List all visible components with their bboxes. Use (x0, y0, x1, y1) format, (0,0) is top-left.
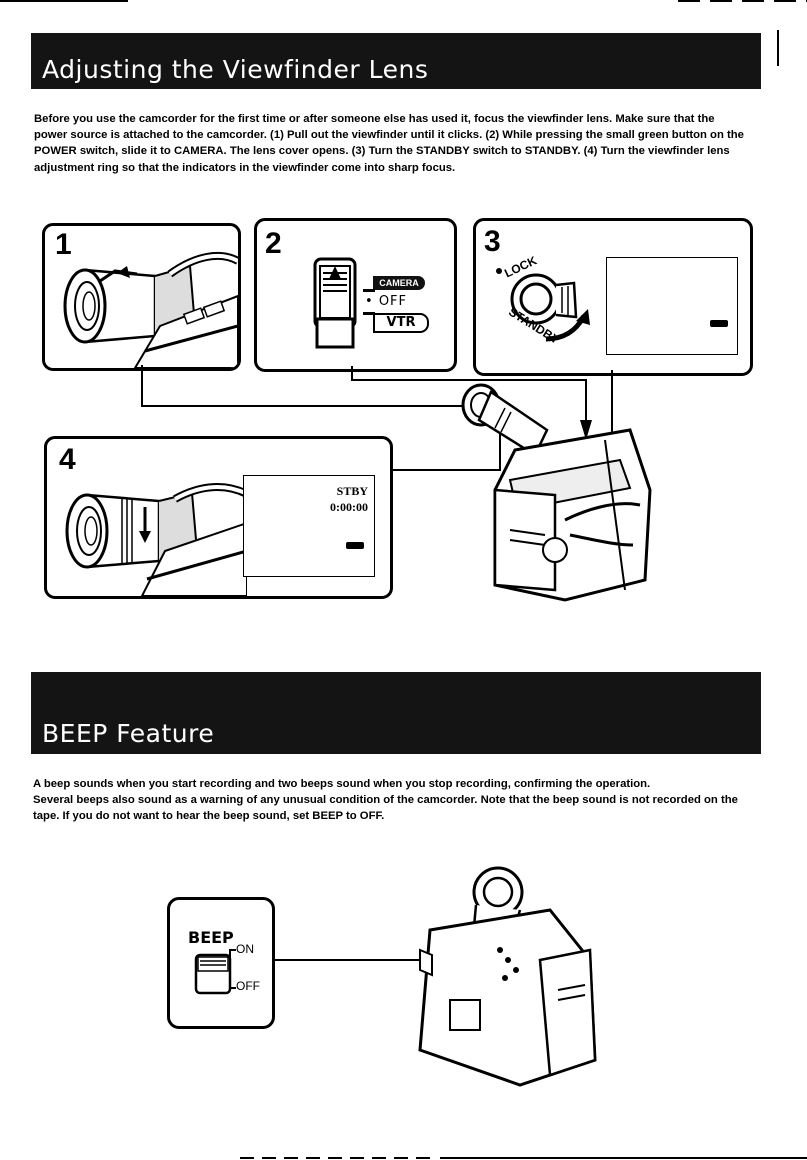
beep-switch-icon (194, 949, 236, 995)
beep-switch-panel: BEEP ON OFF (167, 897, 275, 1029)
viewfinder-pull-illustration (63, 251, 238, 368)
bottom-rule (440, 1157, 807, 1159)
vtr-position-label: VTR (373, 313, 429, 333)
step-2-panel: 2 CAMERA • OFF VTR (254, 218, 457, 372)
step-number-4: 4 (59, 443, 76, 476)
bottom-rule-dashes (240, 1157, 430, 1159)
beep-label: BEEP (188, 928, 234, 947)
step-number-1: 1 (55, 228, 72, 261)
lens-adjust-illustration (65, 483, 247, 596)
step-3-panel: 3 LOCK STANDBY (473, 218, 753, 376)
step-number-3: 3 (484, 225, 501, 258)
step-number-2: 2 (265, 227, 282, 260)
step-1-panel: 1 (42, 223, 241, 371)
power-switch-illustration (313, 257, 357, 349)
margin-mark (777, 30, 779, 66)
camcorder-illustration (461, 383, 652, 602)
beep-off-label: OFF (236, 979, 260, 993)
standby-indicator: STBY (336, 484, 368, 498)
step-4-panel: 4 STBY 0:00:00 (44, 436, 393, 599)
viewfinder-paragraph: Before you use the camcorder for the fir… (34, 113, 744, 174)
beep-paragraph-1: A beep sounds when you start recording a… (33, 778, 651, 790)
tape-counter: 0:00:00 (330, 500, 368, 514)
standby-switch-illustration: LOCK STANDBY (496, 253, 590, 347)
beep-paragraph-2: Several beeps also sound as a warning of… (33, 794, 738, 823)
section-title: BEEP Feature (42, 719, 215, 748)
top-rule-dashes (678, 0, 807, 2)
viewfinder-screen-4: STBY 0:00:00 (243, 475, 375, 577)
beep-instructions: A beep sounds when you start recording a… (33, 776, 763, 825)
camera-tick (363, 289, 375, 292)
top-rule (0, 0, 128, 2)
battery-indicator-icon (710, 320, 728, 327)
section-title: Adjusting the Viewfinder Lens (42, 55, 429, 84)
camcorder-side-illustration (418, 866, 597, 1087)
vtr-tick (363, 312, 375, 315)
off-dot-icon: • (365, 294, 379, 309)
beep-on-label: ON (236, 942, 254, 956)
battery-indicator-icon (346, 542, 364, 549)
camera-position-label: CAMERA (373, 276, 425, 290)
section-banner-beep: BEEP Feature (31, 672, 761, 754)
off-position-label: • OFF (365, 294, 407, 309)
section-banner-viewfinder: Adjusting the Viewfinder Lens (31, 33, 761, 89)
viewfinder-instructions: Before you use the camcorder for the fir… (34, 111, 746, 176)
viewfinder-screen-3 (606, 257, 738, 355)
